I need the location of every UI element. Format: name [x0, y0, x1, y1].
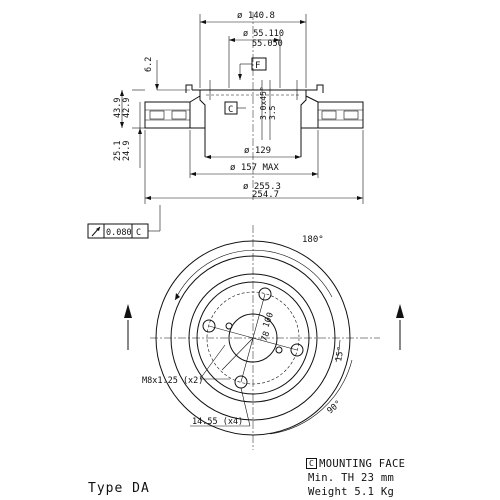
thread-label: M8x1.25 (x2): [142, 376, 203, 386]
datum-f-label: F: [255, 61, 260, 71]
dim-55-lower: 55.050: [252, 39, 283, 49]
mounting-face-text: MOUNTING FACE: [319, 458, 406, 470]
angle-15: 15°: [334, 346, 347, 363]
dim-bolt-circle: 100: [261, 311, 276, 329]
dim-25-1: 25.1: [113, 141, 123, 161]
hat-inner-circle: [196, 281, 310, 395]
dim-6-2: 6.2: [144, 57, 154, 72]
hat-top: [192, 84, 324, 93]
bolt-circle: [206, 291, 300, 385]
c-box-marker: C: [306, 458, 318, 469]
center-bore: [228, 313, 278, 363]
datum-c-label: C: [228, 105, 233, 115]
dim-140-label: ø 140.8: [237, 11, 275, 21]
runout-ref: C: [136, 228, 141, 238]
dim-chamfer: 3.0x45°: [259, 86, 268, 120]
dim-255-lower: 254.7: [252, 190, 279, 200]
section-view: [120, 12, 364, 204]
angle-90: 90°: [326, 399, 344, 417]
dim-55-upper: ø 55.110: [243, 29, 284, 39]
angle-180: 180°: [302, 235, 324, 245]
threaded-holes: [225, 322, 283, 354]
dim-157-label: ø 157 MAX: [230, 163, 279, 173]
dim-129-label: ø 129: [244, 146, 271, 156]
min-thickness-note: Min. TH 23 mm: [308, 472, 395, 484]
front-view: [124, 225, 404, 450]
dim-42-9: 42.9: [122, 98, 132, 118]
runout-arrow-icon: [91, 226, 101, 237]
type-label: Type DA: [88, 481, 150, 496]
friction-inner-circle: [170, 255, 336, 421]
dim-43-9: 43.9: [113, 98, 123, 118]
disc-right: [317, 101, 364, 129]
hole-label: 14.55 (x4): [192, 417, 243, 427]
runout-frame: [87, 205, 161, 239]
dim-center-hole: 78: [259, 330, 272, 343]
disc-outer-circle: [155, 240, 351, 436]
runout-value: 0.080: [106, 228, 132, 238]
dim-chamfer-2: 3.5: [268, 105, 277, 120]
dim-24-9: 24.9: [122, 141, 132, 161]
dim-255-upper: ø 255.3: [243, 182, 281, 192]
hat-circle: [188, 273, 318, 403]
weight-note: Weight 5.1 Kg: [308, 486, 395, 498]
disc-left: [144, 101, 191, 129]
